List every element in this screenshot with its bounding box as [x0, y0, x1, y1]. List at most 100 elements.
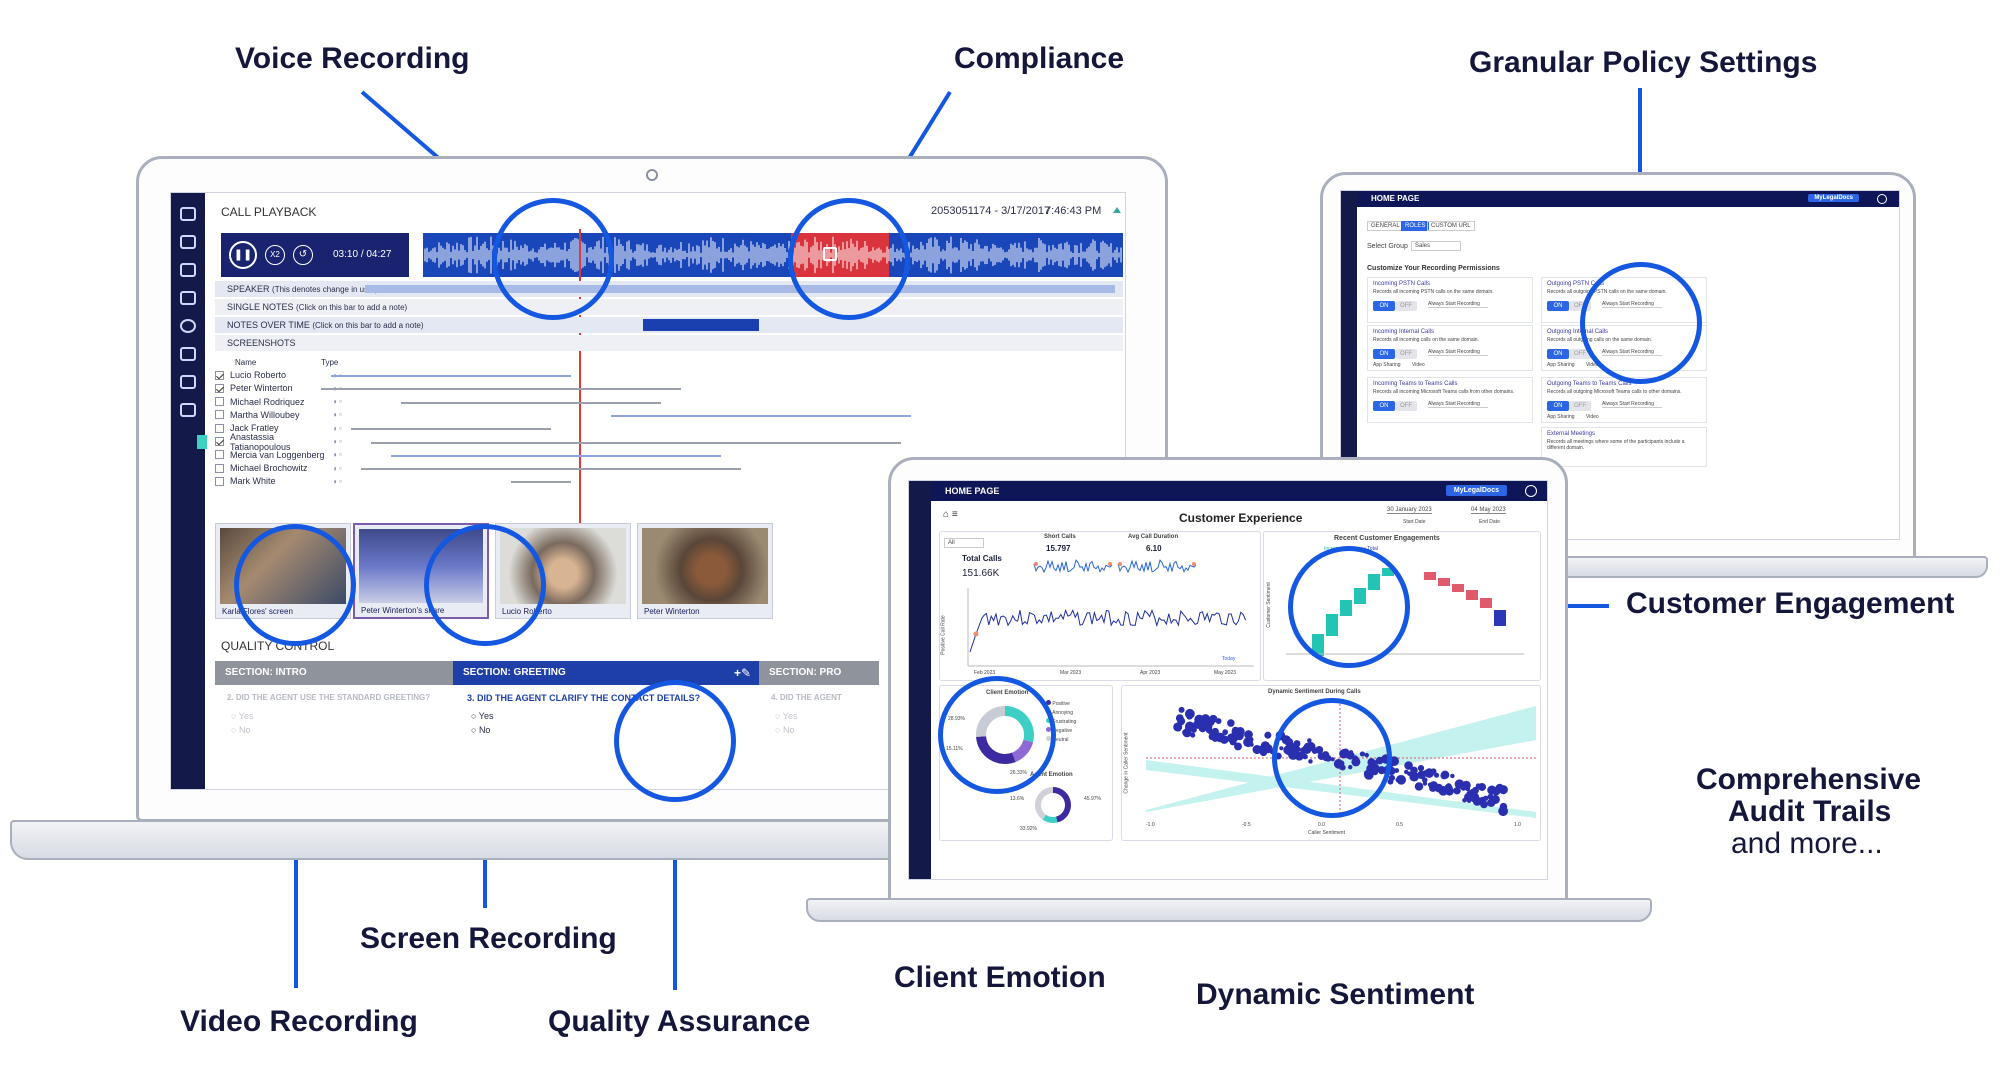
- video-tile[interactable]: Peter Winterton: [637, 523, 773, 619]
- agent-pct: 33.92%: [1020, 826, 1037, 832]
- lane-single-notes[interactable]: SINGLE NOTES (Click on this bar to add a…: [215, 299, 1123, 315]
- toggle-on[interactable]: ON: [1547, 401, 1569, 411]
- add-note-icon[interactable]: +✎: [733, 666, 751, 680]
- tab-general[interactable]: GENERAL: [1367, 221, 1404, 231]
- answer-yes[interactable]: ○ Yes: [775, 711, 798, 721]
- participant-checkbox[interactable]: [215, 410, 224, 420]
- video-checkbox[interactable]: Video: [1586, 414, 1599, 420]
- tab-custom-url[interactable]: CUSTOM URL: [1427, 221, 1475, 231]
- collapse-icon[interactable]: [1113, 207, 1121, 213]
- emotion-legend-item: Positive: [1046, 700, 1070, 707]
- handshake-icon[interactable]: [180, 375, 196, 389]
- toggle-off[interactable]: OFF: [1569, 349, 1591, 359]
- participant-name: Jack Fratley: [230, 423, 279, 434]
- playhead[interactable]: [579, 229, 581, 567]
- pause-button[interactable]: ❚❚: [229, 241, 257, 269]
- rewind-icon[interactable]: ↺: [293, 245, 313, 265]
- sidebar-expand-icon[interactable]: [197, 435, 207, 449]
- lane-speaker[interactable]: SPEAKER (This denotes change in user): [215, 281, 1123, 297]
- cx-account-button[interactable]: MyLegalDocs: [1445, 485, 1507, 496]
- toggle-off[interactable]: OFF: [1395, 301, 1417, 311]
- call-type-icon: ◑ ▫: [332, 450, 342, 460]
- participant-row[interactable]: Jack Fratley◑ ▫: [215, 420, 342, 436]
- select-group-label: Select Group: [1367, 243, 1408, 250]
- sentiment-point: [1471, 786, 1479, 794]
- note-range-bar[interactable]: [643, 319, 759, 331]
- answer-no[interactable]: ○ No: [231, 725, 251, 735]
- home-icon[interactable]: ⌂ ≡: [943, 509, 958, 520]
- toggle-off[interactable]: OFF: [1569, 401, 1591, 411]
- participant-checkbox[interactable]: [215, 397, 224, 407]
- app-sharing-checkbox[interactable]: App Sharing: [1373, 362, 1401, 368]
- answer-yes[interactable]: ○ Yes: [231, 711, 254, 721]
- recording-mode-select[interactable]: Always Start Recording: [1428, 301, 1488, 308]
- logout-icon[interactable]: [180, 403, 196, 417]
- app-sharing-checkbox[interactable]: App Sharing: [1547, 414, 1575, 420]
- answer-no[interactable]: ○ No: [775, 725, 795, 735]
- toggle-on[interactable]: ON: [1373, 401, 1395, 411]
- calendar-icon[interactable]: [180, 207, 196, 221]
- avg-duration-label: Avg Call Duration: [1128, 534, 1179, 540]
- recording-mode-select[interactable]: Always Start Recording: [1602, 401, 1662, 408]
- lane-screenshots[interactable]: SCREENSHOTS: [215, 335, 1123, 351]
- section-pro-tab[interactable]: SECTION: PRO: [759, 661, 879, 685]
- legend-label: Frustrating: [1052, 719, 1077, 725]
- toggle-off[interactable]: OFF: [1395, 349, 1417, 359]
- sentiment-point: [1178, 706, 1185, 713]
- end-date[interactable]: 04 May 2023: [1471, 507, 1506, 514]
- gear-icon[interactable]: [180, 319, 196, 333]
- sliders-icon[interactable]: [180, 347, 196, 361]
- participant-row[interactable]: Anastassia Tatianopoulous◑ ▫: [215, 432, 342, 452]
- toggle-off[interactable]: OFF: [1569, 301, 1591, 311]
- clipboard-icon[interactable]: [180, 291, 196, 305]
- time-current: 03:10: [333, 249, 359, 260]
- toggle-on[interactable]: ON: [1547, 349, 1569, 359]
- call-id: 2053051174 - 3/17/2017: [931, 205, 1051, 217]
- avg-duration-sparkline: [1117, 559, 1197, 574]
- video-checkbox[interactable]: Video: [1586, 362, 1599, 368]
- tab-roles[interactable]: ROLES: [1401, 221, 1430, 231]
- sentiment-point: [1478, 783, 1487, 791]
- sparkline-path: [1033, 559, 1113, 574]
- participant-checkbox[interactable]: [215, 463, 224, 473]
- start-date[interactable]: 30 January 2023: [1387, 507, 1432, 514]
- participant-checkbox[interactable]: [215, 476, 224, 486]
- answer-yes[interactable]: ○ Yes: [471, 711, 494, 721]
- user-avatar-icon[interactable]: [1877, 194, 1887, 204]
- select-group-dropdown[interactable]: Sales: [1411, 241, 1461, 251]
- toggle-on[interactable]: ON: [1547, 301, 1569, 311]
- recording-mode-select[interactable]: Always Start Recording: [1428, 349, 1488, 356]
- recording-mode-select[interactable]: Always Start Recording: [1428, 401, 1488, 408]
- highlight-ring-sentiment: [1272, 698, 1392, 818]
- toggle-off[interactable]: OFF: [1395, 401, 1417, 411]
- participant-row[interactable]: Mercia van Loggenberg◑ ▫: [215, 447, 342, 463]
- sentiment-point: [1203, 722, 1213, 732]
- filter-select[interactable]: All: [944, 538, 984, 548]
- policy-card-title: Incoming PSTN Calls: [1373, 281, 1431, 287]
- answer-no[interactable]: ○ No: [471, 725, 491, 735]
- chart-icon[interactable]: [180, 235, 196, 249]
- legend-swatch: [1046, 700, 1051, 705]
- lane-notes-over-time[interactable]: NOTES OVER TIME (Click on this bar to ad…: [215, 317, 1123, 333]
- participant-row[interactable]: Martha Willoubey◑ ▫: [215, 407, 342, 423]
- participant-checkbox[interactable]: [215, 423, 224, 433]
- toggle-on[interactable]: ON: [1373, 349, 1395, 359]
- section-greeting-tab[interactable]: SECTION: GREETING +✎: [453, 661, 759, 685]
- app-sharing-checkbox[interactable]: App Sharing: [1547, 362, 1575, 368]
- participant-checkbox[interactable]: [215, 450, 224, 460]
- section-label: SECTION: PRO: [769, 667, 842, 678]
- video-checkbox[interactable]: Video: [1412, 362, 1425, 368]
- participant-checkbox[interactable]: [215, 437, 224, 446]
- toggle-on[interactable]: ON: [1373, 301, 1395, 311]
- sentiment-point: [1227, 719, 1235, 727]
- participant-checkbox[interactable]: [215, 370, 224, 380]
- speed-button[interactable]: X2: [265, 245, 285, 265]
- cx-user-icon[interactable]: [1525, 485, 1537, 497]
- account-button[interactable]: MyLegalDocs: [1808, 194, 1859, 202]
- participant-row[interactable]: Michael Rodriquez◑ ▫: [215, 394, 342, 410]
- participant-row[interactable]: Mark White◑ ▫: [215, 473, 342, 489]
- pulse-icon[interactable]: [180, 263, 196, 277]
- participant-row[interactable]: Michael Brochowitz◑ ▫: [215, 460, 342, 476]
- participant-checkbox[interactable]: [215, 383, 224, 393]
- participant-name: Martha Willoubey: [230, 409, 300, 420]
